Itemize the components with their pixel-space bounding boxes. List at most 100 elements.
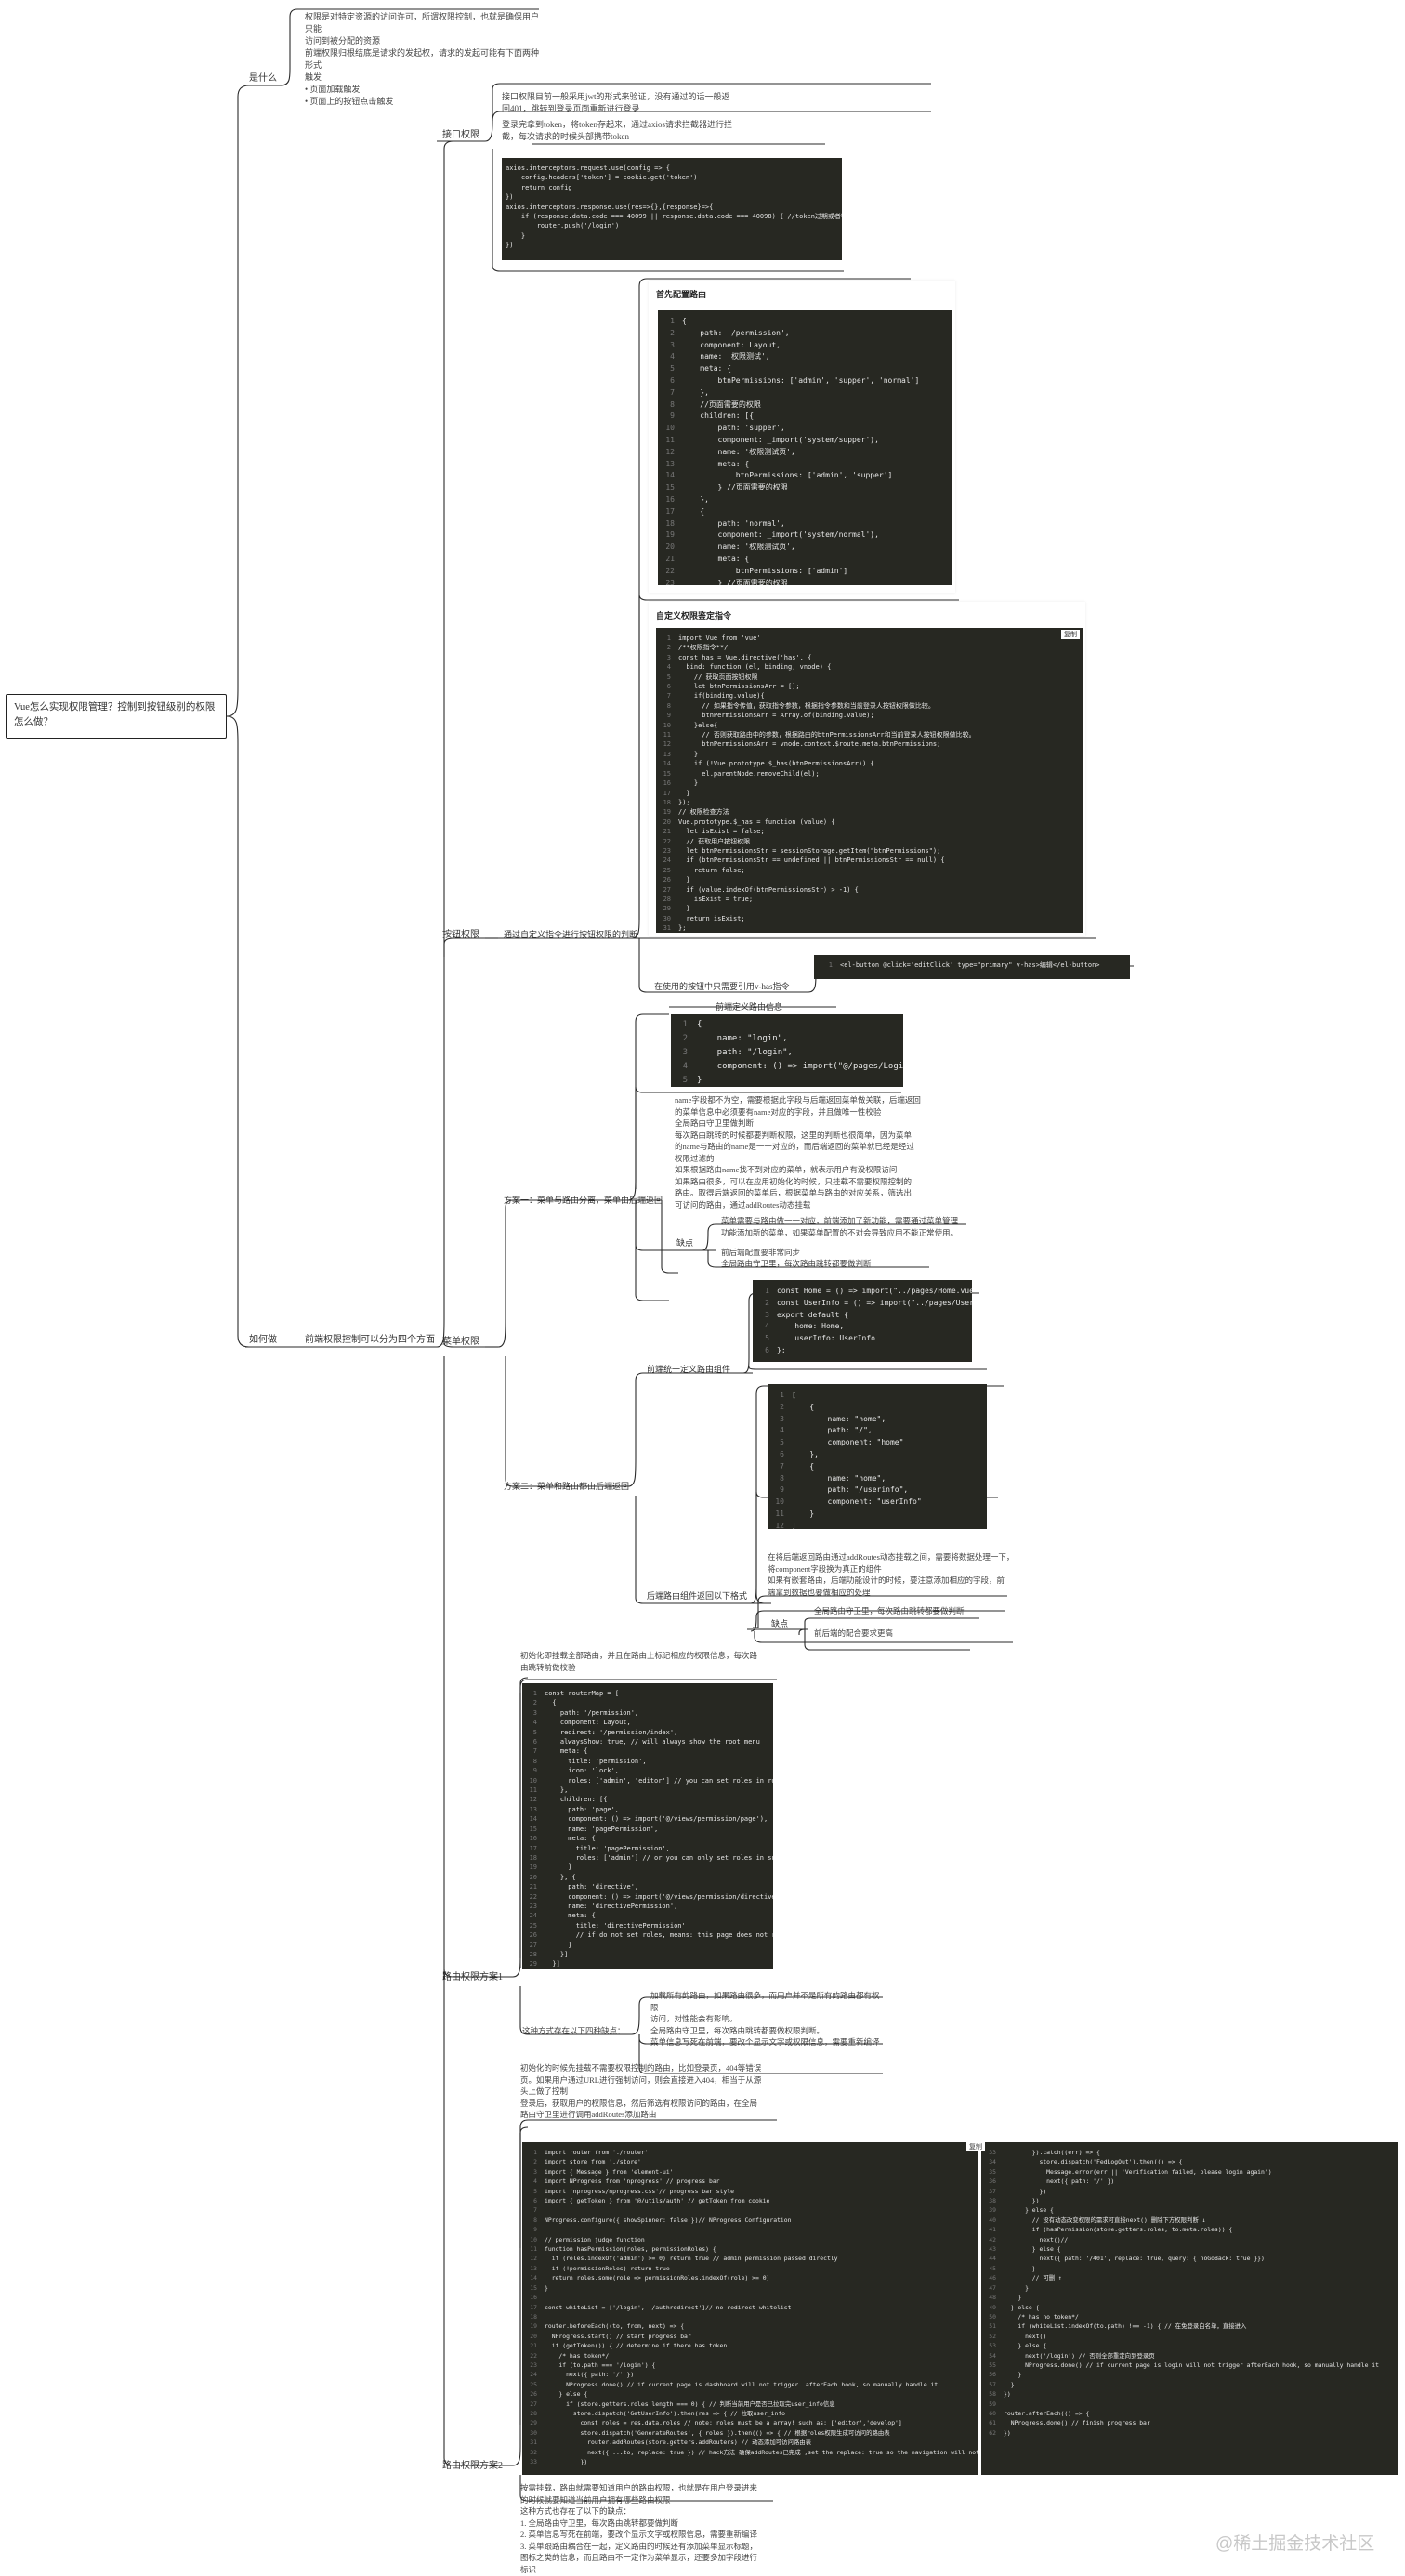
code-text: path: 'directive', [545,1883,639,1891]
line-number: 7 [532,1747,537,1756]
code-text: /* has token*/ [545,2351,610,2360]
btn-route-card: 首先配置路由 1{2 path: '/permission',3 compone… [649,281,955,593]
menu-plan2-cons-label: 缺点 [771,1619,789,1628]
code-text: icon: 'lock', [545,1767,620,1775]
api-code-block: 1axios.interceptors.request.use(config =… [502,158,842,260]
code-text: } [545,1863,572,1872]
route1-desc: 初始化即挂载全部路由，并且在路由上标记相应的权限信息，每次路由跳转前做校验 [520,1650,781,1673]
line-number: 47 [989,2283,996,2292]
copy-button[interactable]: 复制 [1061,630,1080,639]
code-text: }; [678,924,687,933]
code-text: component: Layout, [682,340,781,349]
code-line: 17 title: 'pagePermission', [524,1844,771,1853]
code-line: 28 isExist = true; [658,895,1082,904]
code-line: 6 if (response.data.code === 40099 || re… [506,212,842,221]
code-text: import NProgress from 'nprogress' // pro… [545,2177,720,2186]
code-text: component: "home" [792,1438,904,1447]
code-text: if (whiteList.indexOf(to.path) !== -1) {… [1004,2322,1247,2331]
code-text: next() [1004,2332,1047,2340]
code-text: { [682,317,687,325]
code-line: 39 } else { [983,2205,1396,2215]
line-number: 22 [529,1892,537,1901]
code-line: 18 [524,2312,976,2321]
text-line: 端拿到数据也要做相应的处理 [768,1587,871,1597]
text-line: 的时候就要知道当前用户拥有哪些路由权限 [520,2494,671,2504]
text-line: 由跳转前做校验 [520,1662,576,1672]
watermark: @稀土掘金技术社区 [1215,2534,1375,2554]
line-number: 7 [533,2206,537,2215]
line-number: 20 [529,1873,537,1881]
code-line: 2 name: "login", [675,1032,899,1046]
code-text: config.headers['token'] = cookie.get('to… [506,174,698,182]
line-number: 1 [670,317,675,325]
text-line: 将component字段换为真正的组件 [768,1563,882,1574]
code-line: 9}) [506,241,838,250]
line-number: 41 [989,2226,996,2234]
code-line: 10// permission judge function [524,2235,976,2244]
btn-label: 按钮权限 [442,930,479,940]
code-text: { [792,1402,815,1411]
code-line: 37 }) [983,2187,1396,2196]
line-number: 2 [780,1402,784,1411]
text-line: 如果有嵌套路由，后端功能设计的时候，要注意添加相应的字段，前 [768,1576,1005,1585]
line-number: 4 [765,1322,769,1331]
text-line: 3. 菜单跟路由耦合在一起，定义路由的时候还有添加菜单显示标题， [520,2541,758,2551]
code-line: 52 next() [983,2332,1396,2341]
copy-button-2[interactable]: 复制 [966,2142,985,2151]
branch-how-desc: 前端权限控制可以分为四个方面 [305,1335,435,1345]
code-text: home: Home, [777,1322,845,1331]
code-line: 8 } [506,231,838,241]
code-line: 7 router.push('/login') [506,221,838,230]
code-text: const routerMap = [ [545,1690,620,1697]
what-line-1: 访问到被分配的资源 [305,36,381,46]
text-line: 全局路由守卫里，每次路由跳转都要做权限判断。 [650,2025,825,2035]
line-number: 28 [530,2409,537,2417]
line-number: 33 [530,2458,537,2465]
line-number: 13 [529,1805,537,1813]
line-number: 9 [666,712,671,720]
line-number: 13 [665,459,675,468]
line-number: 1 [765,1287,769,1295]
code-text: name: 'pagePermission', [545,1824,659,1833]
menu-plan2-desc: 在将后端返回路由通过addRoutes动态挂载之间，需要将数据处理一下，将com… [768,1551,1046,1598]
code-line: 5 userInfo: UserInfo [756,1333,968,1345]
text-line: 全局路由守卫里做判断 [675,1118,755,1128]
text-line: 登录后，获取用户的权限信息，然后筛选有权限访问的路由，在全局 [520,2098,758,2108]
code-text: meta: { [682,364,731,373]
line-number: 2 [666,644,671,652]
line-number: 14 [530,2274,537,2282]
route2-cons: 按需挂载，路由就需要知道用户的路由权限，也就是在用户登录进来的时候就要知道当前用… [520,2482,790,2575]
line-number: 9 [780,1485,784,1495]
code-line: 5 meta: { [662,363,948,375]
line-number: 4 [666,663,671,672]
menu-plan1-cons-label: 缺点 [676,1238,694,1248]
line-number: 46 [989,2274,996,2282]
line-number: 14 [665,471,675,480]
code-text: meta: { [682,554,750,563]
line-number: 5 [666,673,671,681]
text-line: 图标之类的信息，而且路由不一定作为菜单显示，还要多加字段进行 [520,2553,758,2562]
line-number: 7 [666,692,671,700]
code-text: [ [792,1391,796,1399]
code-text: if (!Vue.prototype.$_has(btnPermissionsA… [678,760,874,768]
line-number: 30 [663,914,671,922]
code-text: const whiteList = ['/login', '/authredir… [545,2303,792,2311]
code-text: }, [682,387,709,397]
code-line: 27 if (store.getters.roles.length === 0)… [524,2399,976,2409]
code-line: 16 } [658,778,1082,788]
code-line: 8 //页面需要的权限 [662,399,948,412]
line-number: 4 [670,352,675,361]
line-number: 48 [989,2294,996,2302]
code-text: name: '权限测试', [682,352,770,361]
code-line: 61 NProgress.done() // finish progress b… [983,2418,1396,2427]
route2-label: 路由权限方案2 [442,2461,503,2471]
code-line: 9 icon: 'lock', [524,1766,771,1775]
code-line: 20 name: '权限测试页', [662,542,948,554]
code-line: 14 btnPermissions: ['admin', 'supper'] [662,470,948,482]
